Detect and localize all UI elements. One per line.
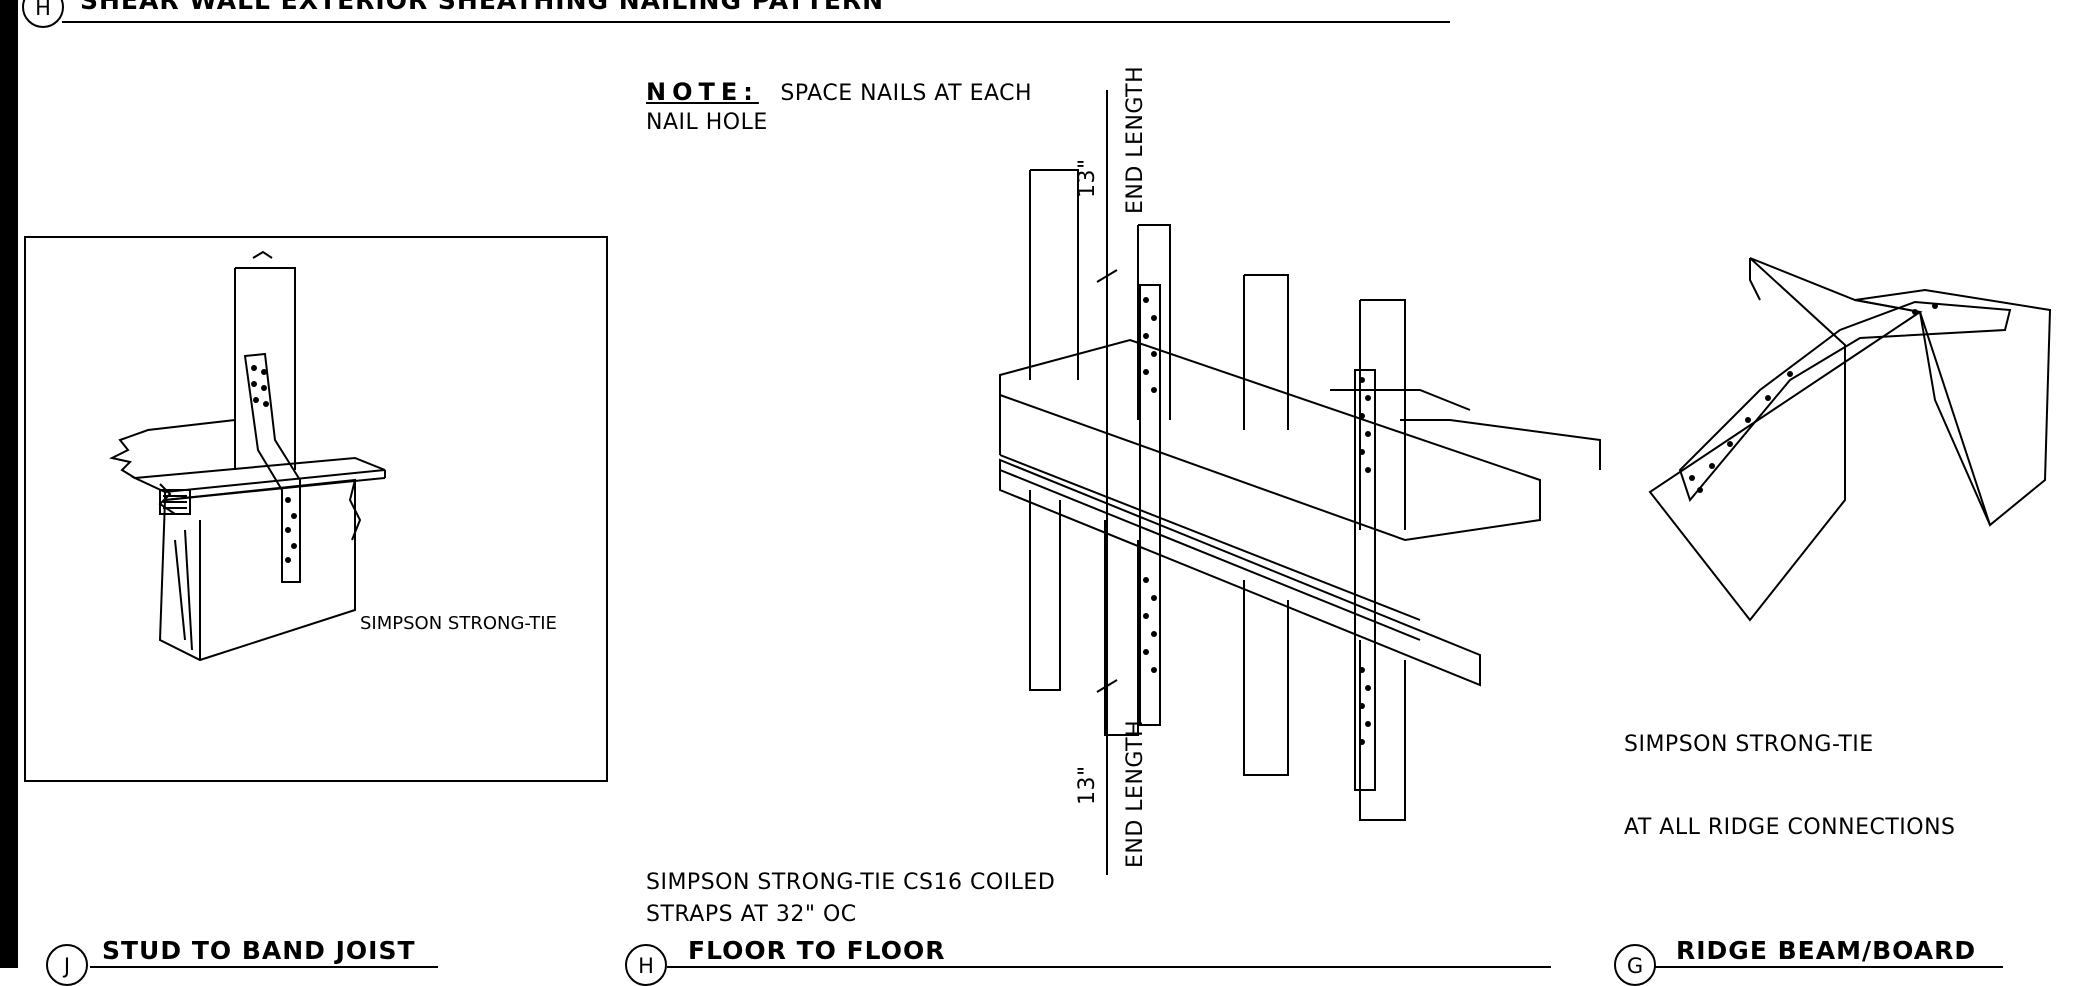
note-heading: NOTE:	[646, 78, 759, 106]
detail-j-label: SIMPSON STRONG-TIE	[360, 613, 557, 634]
top-detail-title: SHEAR WALL EXTERIOR SHEATHING NAILING PA…	[80, 0, 885, 15]
detail-j-title: STUD TO BAND JOIST	[102, 936, 416, 965]
top-title-rule	[62, 21, 1450, 23]
callout-line2: STRAPS AT 32" OC	[646, 902, 857, 927]
detail-g-title: RIDGE BEAM/BOARD	[1676, 936, 1977, 965]
detail-j-frame	[24, 236, 608, 782]
detail-bubble-g: G	[1614, 944, 1656, 986]
note-line1: SPACE NAILS AT EACH	[780, 81, 1033, 106]
detail-h-title-rule	[667, 966, 1551, 968]
note-line2: NAIL HOLE	[646, 110, 768, 135]
detail-h-title: FLOOR TO FLOOR	[688, 936, 946, 965]
detail-bubble-letter: J	[63, 954, 71, 978]
detail-g-title-rule	[1655, 966, 2003, 968]
note-text: NOTE: SPACE NAILS AT EACH	[646, 78, 1032, 106]
detail-bubble-letter: H	[35, 0, 51, 20]
detail-g-label-line1: SIMPSON STRONG-TIE	[1624, 732, 1874, 757]
sheet-border	[0, 0, 18, 968]
detail-g-label-line2: AT ALL RIDGE CONNECTIONS	[1624, 815, 1956, 840]
callout-line1: SIMPSON STRONG-TIE CS16 COILED	[646, 870, 1056, 895]
detail-bubble-letter: G	[1626, 954, 1644, 978]
detail-j-title-rule	[90, 966, 438, 968]
